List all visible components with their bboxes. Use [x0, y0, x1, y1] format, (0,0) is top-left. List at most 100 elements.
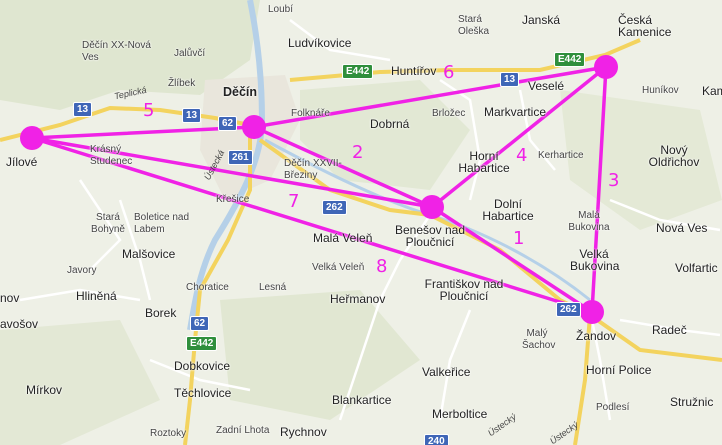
route-line-5: [30, 125, 256, 140]
road-shield: 13: [182, 108, 202, 123]
route-line-8: [30, 136, 594, 314]
place-label: Malá Bukovina: [568, 210, 610, 233]
place-label: Nový Oldřichov: [648, 143, 700, 169]
road-shield: 13: [73, 102, 93, 117]
road-shield: 262: [322, 200, 347, 215]
route-waypoints: [20, 55, 618, 324]
forest-area: [560, 90, 722, 230]
place-label: Těchlovice: [174, 386, 232, 400]
road-shield: 62: [190, 316, 210, 331]
place-label: Žandov: [576, 329, 617, 343]
route-number-1: 1: [513, 228, 525, 249]
waypoint-zandov[interactable]: [580, 300, 604, 324]
route-number-7: 7: [288, 191, 300, 212]
place-label: Horní Habartice: [458, 149, 510, 175]
place-label: Dobkovice: [174, 359, 231, 373]
place-label: Veselé: [528, 79, 565, 93]
place-label: Jílové: [6, 155, 38, 169]
place-label: Volfartic: [675, 261, 718, 275]
forest-area: [300, 80, 470, 190]
place-label: Františkov nad Ploučnicí: [424, 277, 504, 303]
place-label: Brložec: [432, 108, 466, 119]
route-number-4: 4: [516, 145, 528, 166]
place-label: Nová Ves: [656, 221, 708, 235]
place-label: avošov: [0, 317, 39, 331]
place-label: Stará Oleška: [458, 14, 490, 37]
route-line-2: [252, 125, 434, 209]
place-label: Benešov nad Ploučnicí: [394, 223, 466, 249]
place-label: Dobrná: [370, 117, 410, 131]
place-label: Podlesí: [596, 402, 630, 413]
place-label: Roztoky: [150, 428, 187, 439]
road-shield: 262: [556, 302, 581, 317]
place-label: Valkeřice: [422, 365, 471, 379]
forest-area: [220, 290, 420, 420]
road-shield: E442: [554, 52, 586, 67]
place-label: Malšovice: [122, 247, 176, 261]
place-label: Huntířov: [391, 64, 437, 78]
route-number-8: 8: [376, 256, 388, 277]
place-label: Velká Veleň: [312, 262, 365, 273]
place-label: Zadní Lhota: [216, 425, 270, 436]
route-line-4: [430, 65, 608, 209]
route-number-6: 6: [443, 62, 455, 83]
place-label: Krásný Studenec: [90, 144, 133, 167]
place-label: Javory: [67, 265, 97, 276]
road-shield: E442: [342, 64, 374, 79]
place-label: Malý Šachov: [522, 328, 556, 351]
route-line-7: [30, 136, 434, 209]
place-label: Lesná: [259, 282, 287, 293]
forest-area: [0, 0, 260, 110]
road-shield: 62: [218, 116, 238, 131]
road-shield: 13: [500, 72, 520, 87]
place-label: Hliněná: [76, 289, 117, 303]
waypoint-jilove[interactable]: [20, 126, 44, 150]
place-label: Radeč: [652, 323, 687, 337]
route-line-6: [252, 65, 608, 129]
place-label: Česká Kamenice: [618, 13, 672, 39]
place-label: Mírkov: [26, 383, 62, 397]
place-label: Choratice: [186, 282, 229, 293]
place-label: Merboltice: [432, 407, 488, 421]
place-label: Folknáře: [291, 108, 330, 119]
route-number-2: 2: [352, 142, 364, 163]
place-label: Markvartice: [484, 105, 547, 119]
place-label: Stružnic: [670, 395, 714, 409]
place-label: Heřmanov: [330, 292, 386, 306]
place-label: nov: [0, 291, 20, 305]
place-label: Malá Veleň: [313, 231, 373, 245]
place-label: Žlíbek: [168, 78, 196, 89]
place-label: Kerhartice: [538, 150, 584, 161]
route-number-5: 5: [143, 100, 155, 121]
waypoint-ceska-kamenice[interactable]: [594, 55, 618, 79]
road-shield: 261: [228, 150, 253, 165]
place-label: Děčín: [223, 85, 258, 99]
place-label: Křešice: [216, 194, 250, 205]
route-number-3: 3: [608, 170, 620, 191]
place-label: Loubí: [268, 4, 294, 15]
minor-roads: [19, 19, 721, 421]
place-label: Velká Bukovina: [570, 247, 620, 273]
place-label: Dolní Habartice: [482, 197, 534, 223]
route-lines: [30, 65, 608, 314]
place-label: Rychnov: [280, 425, 327, 439]
place-label: Horní Police: [586, 363, 652, 377]
place-label: Huníkov: [642, 85, 679, 96]
place-label: Ludvíkovice: [288, 36, 352, 50]
waypoint-decin[interactable]: [242, 115, 266, 139]
forest-area: [0, 320, 160, 445]
place-label: Janská: [522, 13, 561, 27]
route-line-3: [590, 65, 608, 314]
place-label: Děčín XXVII-Březiny: [284, 158, 342, 181]
place-label: Borek: [145, 306, 177, 320]
place-label: Kam: [702, 84, 722, 98]
place-label: Děčín XX-Nová Ves: [82, 40, 151, 63]
road-shield: E442: [186, 336, 218, 351]
place-label: Boletice nad Labem: [134, 212, 190, 235]
waypoint-benesov[interactable]: [420, 195, 444, 219]
road-shield: 240: [424, 434, 449, 445]
route-line-1: [430, 205, 594, 314]
place-label: Stará Bohyně: [91, 212, 125, 235]
place-label: Blankartice: [332, 393, 392, 407]
